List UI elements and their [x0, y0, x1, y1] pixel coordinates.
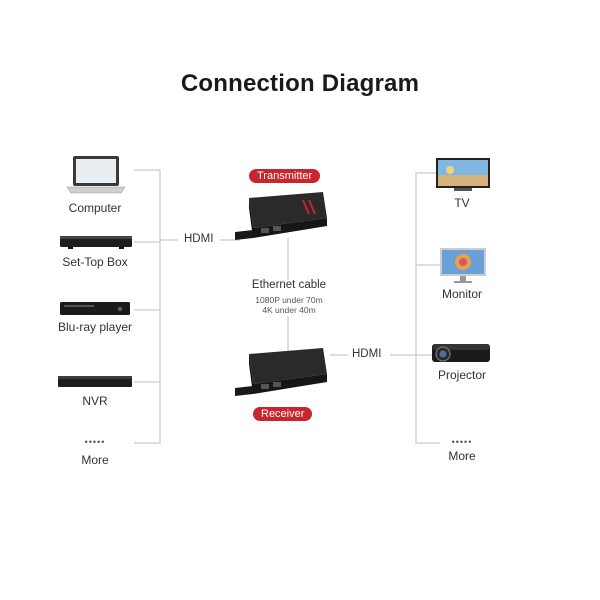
receiver-device-icon — [235, 348, 327, 396]
transmitter-device-icon — [235, 192, 327, 240]
receiver-badge: Receiver — [253, 407, 313, 421]
right-hdmi-label: HDMI — [352, 348, 382, 360]
display-monitor-label: Monitor — [441, 287, 482, 301]
nvr-icon — [58, 376, 132, 387]
source-bluray-label: Blu-ray player — [57, 320, 133, 334]
page-title: Connection Diagram — [180, 70, 420, 97]
projector-icon — [432, 344, 490, 362]
display-projector-label: Projector — [437, 368, 487, 382]
source-more-label: More — [81, 453, 109, 467]
source-set-top-box-label: Set-Top Box — [62, 255, 128, 269]
monitor-icon — [440, 248, 486, 283]
set-top-box-icon — [60, 236, 132, 249]
ethernet-1080p-note: 1080P under 70m — [255, 295, 323, 305]
tv-icon — [436, 158, 490, 191]
source-computer-label: Computer — [68, 201, 122, 215]
ethernet-4k-note: 4K under 40m — [262, 305, 316, 315]
laptop-icon — [67, 156, 125, 194]
ethernet-cable-label: Ethernet cable — [251, 279, 327, 291]
left-more-dots: ••••• — [84, 437, 106, 447]
left-hdmi-label: HDMI — [184, 233, 214, 245]
right-bracket-line — [415, 172, 440, 444]
transmitter-badge: Transmitter — [249, 169, 321, 183]
right-more-dots: ••••• — [451, 437, 473, 447]
display-more-label: More — [448, 449, 476, 463]
left-bracket-line — [134, 169, 161, 444]
display-tv-label: TV — [454, 196, 470, 210]
bluray-player-icon — [60, 302, 130, 315]
source-nvr-label: NVR — [82, 394, 108, 408]
